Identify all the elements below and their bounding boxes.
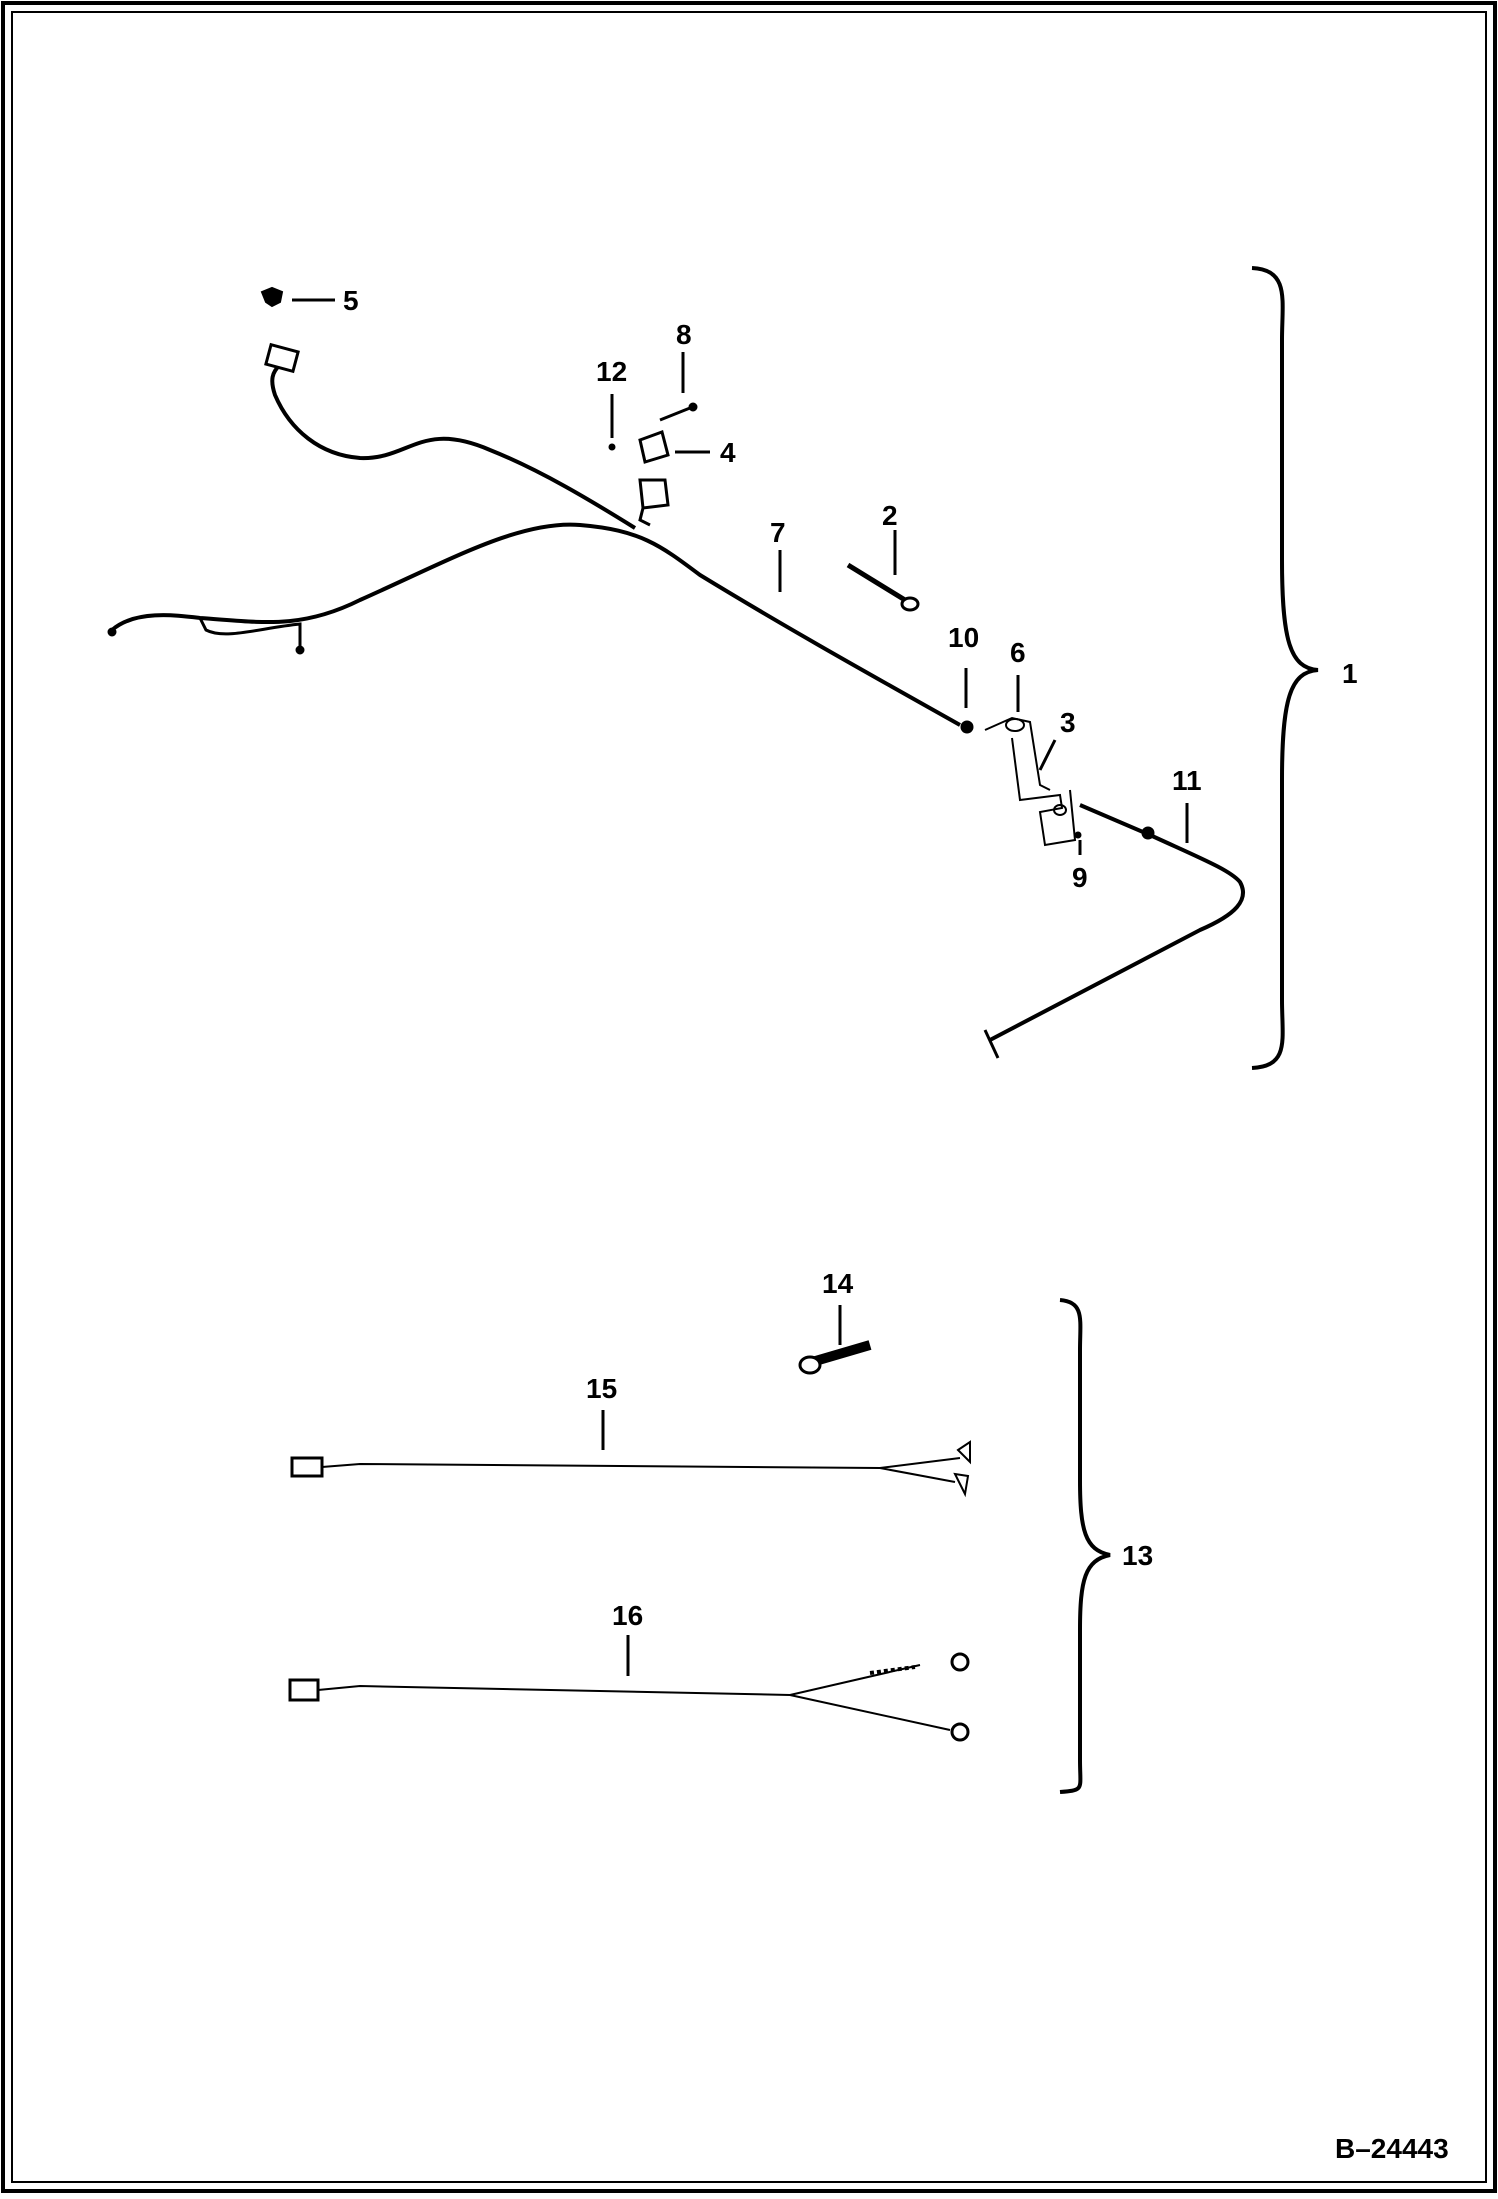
cable-tie-head [900,596,920,612]
lower-leaders [601,1305,842,1676]
callout-16: 16 [612,1600,643,1631]
harness-16-branch [789,1694,951,1731]
callout-8: 8 [676,319,692,350]
grommet-10 [960,720,974,734]
brace-kit-13 [1059,1298,1111,1794]
bracket-hole [1053,804,1067,816]
connector-15 [290,1456,324,1478]
callout-12: 12 [596,356,627,387]
bracket-body [1011,737,1077,847]
upper-leaders [292,298,1189,855]
connector-branch-cable [270,363,637,530]
harness-15-wire [321,1457,961,1470]
harness-cable [110,522,961,727]
callout-2: 2 [882,500,898,531]
callout-14: 14 [822,1268,854,1299]
cable-end-left [107,627,117,637]
screw-8-head [688,402,698,412]
screw-8 [659,406,691,422]
callout-10: 10 [948,622,979,653]
callout-5: 5 [343,285,359,316]
callout-3: 3 [1060,707,1076,738]
harness-branch [198,617,302,650]
cable-11-end [983,1029,1000,1059]
connector-16 [288,1678,320,1702]
callout-4: 4 [720,437,736,468]
terminal-15b [953,1472,970,1498]
leader-3 [1038,739,1057,771]
callout-13: 13 [1122,1540,1153,1571]
fastener-9 [1074,831,1082,839]
bracket-top [984,716,1051,791]
callout-6: 6 [1010,637,1026,668]
ring-terminal-16b [950,1722,970,1742]
relay-leads [638,507,651,527]
cable-end-branch [295,645,305,655]
grommet-11 [1141,826,1155,840]
callout-9: 9 [1072,862,1088,893]
bolt-14-head [798,1355,822,1375]
inner-frame [11,11,1487,2183]
callout-15: 15 [586,1373,617,1404]
cable-tie [846,562,907,603]
relay [638,430,670,464]
harness-15-branch [879,1467,956,1483]
washer-6 [1005,718,1025,732]
figure-id: B–24443 [1335,2133,1449,2164]
clip-5 [260,286,284,308]
main-harness-assembly [107,286,1246,1059]
relay-socket [638,478,670,510]
harness-connector [264,342,300,374]
harness-16-fuse [869,1665,916,1675]
bolt-14 [810,1340,872,1367]
callout-11: 11 [1172,765,1202,796]
harness-16-wire [317,1664,921,1697]
callout-7: 7 [770,517,786,548]
brace-kit-1 [1251,266,1319,1070]
nut-12 [608,443,616,451]
ring-terminal-16a [950,1652,970,1672]
callout-1: 1 [1342,658,1358,689]
jumper-harness-assembly [288,1340,971,1742]
terminal-15a [956,1440,971,1465]
cable-11 [989,803,1246,1042]
